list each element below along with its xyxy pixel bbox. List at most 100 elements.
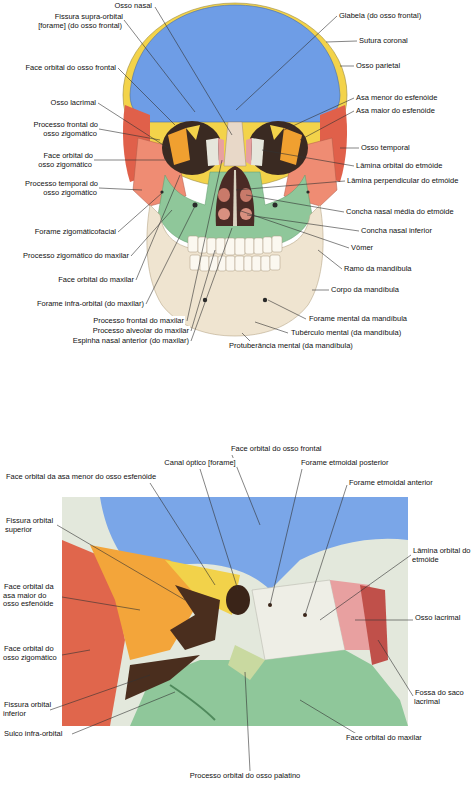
label-box: Face orbital do osso zigomático: [25, 152, 93, 169]
lesser-wing-sphenoid: [270, 125, 284, 140]
label-box: Lâmina perpendicular do etmóide: [346, 177, 471, 186]
label-box: Processo zigomático do maxilar: [5, 252, 130, 261]
part-label: Asa menor do esfenóide: [355, 93, 438, 102]
orbit-closeup: [62, 497, 408, 726]
label-box: Face orbital do osso frontal: [230, 445, 350, 454]
part-label: Osso nasal: [113, 1, 153, 10]
part-label: Asa maior do esfenóide: [355, 106, 436, 115]
label-box: Processo orbital do osso palatino: [170, 772, 320, 781]
label-box: Forame zigomáticofacial: [15, 228, 117, 237]
label-box: Processo frontal do maxilar: [75, 317, 185, 326]
label-box: Osso temporal: [360, 144, 430, 153]
part-label: Processo alveolar do maxilar: [92, 326, 190, 335]
label-box: Concha nasal média do etmóide: [345, 208, 470, 217]
part-label: Processo zigomático do maxilar: [22, 251, 130, 260]
ethmoid-orbital-plate: [206, 138, 219, 166]
part-label: Forame mental da mandíbula: [308, 314, 408, 323]
part-label: Face orbital da asa maior do osso esfenó…: [3, 582, 54, 608]
lacrimal-bone: [218, 138, 224, 165]
part-label: Fissura orbital inferior: [3, 700, 51, 718]
mental-foramen: [263, 298, 267, 302]
part-label: Canal óptico [forame]: [163, 458, 236, 467]
ethmoid-orbital-plate: [251, 138, 264, 166]
label-box: Sutura coronal: [358, 37, 428, 46]
label-box: Lâmina orbital do etmóide: [412, 547, 472, 564]
label-box: Canal óptico [forame]: [150, 459, 250, 468]
zygomaticofacial-foramen: [306, 190, 309, 193]
part-label: Forame zigomáticofacial: [34, 227, 117, 236]
part-label: Tubérculo mental (da mandíbula): [290, 328, 402, 337]
greater-wing-sphenoid: [168, 128, 190, 165]
part-label: Face orbital do maxilar: [57, 275, 135, 284]
part-label: Processo temporal do osso zigomático: [24, 179, 98, 197]
part-label: Face orbital da asa menor do osso esfenó…: [5, 472, 157, 481]
nasal-septum: [233, 170, 237, 226]
part-label: Lâmina orbital do etmóide: [412, 546, 471, 564]
label-box: Face orbital do osso zigomático: [3, 645, 63, 662]
leader-lines: [50, 7, 413, 771]
part-label: Osso lacrimal: [50, 98, 97, 107]
part-label: Lâmina orbital do etmóide: [355, 161, 443, 170]
label-box: Corpo da mandíbula: [330, 286, 410, 295]
part-label: Ramo da mandíbula: [343, 264, 413, 273]
nasal-aperture: [216, 166, 255, 226]
ethmoid-orbital-plate: [252, 580, 345, 660]
label-box: Osso lacrimal: [40, 99, 97, 108]
infraorbital-foramen: [193, 203, 198, 208]
lacrimal-bone: [246, 138, 252, 165]
label-box: Ramo da mandíbula: [343, 265, 423, 274]
lesser-wing-sphenoid: [186, 125, 200, 140]
part-label: Face orbital do maxilar: [345, 733, 423, 742]
part-label: Osso parietal: [355, 61, 401, 70]
label-box: Vômer: [350, 244, 390, 253]
label-box: Asa menor do esfenóide: [355, 94, 455, 103]
label-box: Face orbital do osso frontal: [15, 64, 117, 73]
part-label: Forame infra-orbital (do maxilar): [36, 299, 145, 308]
label-box: Forame mental da mandíbula: [308, 315, 418, 324]
label-box: Face orbital da asa maior do osso esfenó…: [3, 583, 61, 609]
label-box: Asa maior do esfenóide: [355, 107, 455, 116]
part-label: Concha nasal inferior: [360, 226, 433, 235]
part-label: Forame etmoidal anterior: [348, 478, 434, 487]
orbit: [162, 121, 222, 175]
part-label: Sutura coronal: [358, 36, 409, 45]
orbit: [248, 121, 308, 175]
label-box: Concha nasal inferior: [360, 227, 460, 236]
label-box: Forame etmoidal posterior: [300, 459, 410, 468]
label-box: Processo temporal do osso zigomático: [20, 180, 98, 197]
label-box: Espinha nasal anterior (do maxilar): [50, 337, 190, 346]
label-box: Fissura orbital superior: [5, 517, 60, 534]
teeth: [188, 236, 282, 271]
part-label: Vômer: [350, 243, 374, 252]
part-label: Face orbital do osso frontal: [230, 444, 322, 453]
superior-orbital-fissure: [170, 585, 220, 650]
part-label: Forame etmoidal posterior: [300, 458, 390, 467]
greater-wing-sphenoid: [280, 128, 302, 165]
part-label: Corpo da mandíbula: [330, 285, 400, 294]
label-box: Fossa do saco lacrimal: [414, 689, 472, 706]
label-box: Processo frontal do osso zigomático: [22, 121, 98, 138]
label-box: Forame infra-orbital (do maxilar): [10, 300, 145, 309]
part-label: Fissura supra-orbital [forame] (do osso …: [38, 12, 123, 30]
label-box: Face orbital do maxilar: [345, 734, 455, 743]
label-box: Osso parietal: [355, 62, 425, 71]
label-box: Face orbital do maxilar: [40, 276, 135, 285]
nasal-bone: [224, 122, 246, 166]
part-label: Fissura orbital superior: [5, 516, 53, 534]
part-label: Fossa do saco lacrimal: [414, 688, 464, 706]
label-box: Processo alveolar do maxilar: [75, 327, 190, 336]
label-box: Tubérculo mental (da mandíbula): [290, 329, 415, 338]
part-label: Processo frontal do maxilar: [92, 316, 185, 325]
inferior-orbital-fissure: [125, 655, 200, 700]
label-box: Fissura orbital inferior: [3, 701, 61, 718]
label-box: Fissura supra-orbital [forame] (do osso …: [25, 13, 123, 30]
label-box: Face orbital da asa menor do osso esfenó…: [5, 473, 195, 482]
inferior-concha: [218, 208, 230, 220]
infraorbital-foramen: [273, 203, 278, 208]
middle-concha: [218, 188, 230, 202]
part-label: Processo frontal do osso zigomático: [32, 120, 98, 138]
label-box: Forame etmoidal anterior: [348, 479, 463, 488]
label-box: Osso lacrimal: [414, 614, 472, 623]
part-label: Concha nasal média do etmóide: [345, 207, 455, 216]
